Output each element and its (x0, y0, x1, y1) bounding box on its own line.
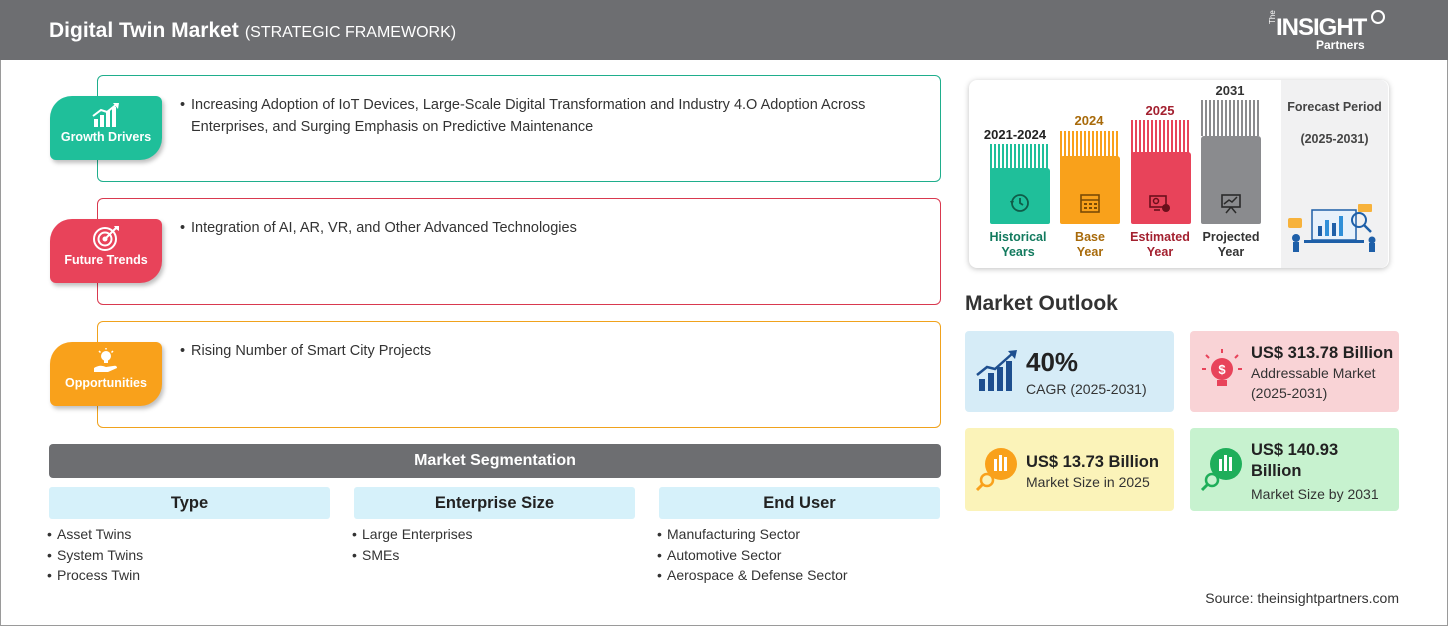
segment-column-type: Type Asset Twins System Twins Process Tw… (47, 487, 330, 586)
growth-drivers-panel: Increasing Adoption of IoT Devices, Larg… (97, 75, 941, 182)
segment-list-enterprise-size: Large Enterprises SMEs (352, 524, 635, 566)
timeline-year-historical: 2021-2024 (983, 127, 1047, 142)
future-trends-badge: Future Trends (50, 219, 162, 283)
growth-chart-icon (92, 103, 119, 127)
cagr-label: CAGR (2025-2031) (1026, 381, 1147, 397)
gears-icon (1149, 195, 1170, 212)
addressable-market-label: Addressable Market (2025-2031) (1251, 365, 1376, 401)
lightbulb-dollar-icon: $ (1202, 349, 1242, 386)
title-text: Digital Twin Market (49, 19, 239, 42)
insight-partners-logo: The INSIGHT Partners (1268, 10, 1388, 54)
timeline-stripes-projected (1201, 100, 1261, 136)
timeline-name-projected-2: Year (1217, 245, 1245, 259)
list-item: Aerospace & Defense Sector (657, 565, 940, 586)
timeline-bar-historical (990, 168, 1050, 224)
cagr-card: 40% CAGR (2025-2031) (965, 331, 1174, 412)
timeline-name-base-2: Year (1076, 245, 1104, 259)
timeline-year-estimated: 2025 (1145, 103, 1175, 118)
header-bar: Digital Twin Market (STRATEGIC FRAMEWORK)… (0, 0, 1448, 60)
list-item: Asset Twins (47, 524, 330, 545)
cagr-value: 40% (1026, 347, 1079, 377)
timeline-name-historical-2: Years (1001, 245, 1035, 259)
logo-insight: INSIGHT (1276, 14, 1367, 41)
timeline-bar-estimated (1131, 152, 1191, 224)
addressable-market-value: US$ 313.78 Billion (1251, 344, 1394, 362)
timeline-name-estimated-2: Year (1146, 245, 1174, 259)
timeline-stripes-estimated (1131, 120, 1191, 156)
timeline-name-historical-1: Historical (989, 230, 1047, 244)
opportunities-badge: Opportunities (50, 342, 162, 406)
analytics-illustration-icon (1288, 204, 1376, 252)
growth-drivers-text: Increasing Adoption of IoT Devices, Larg… (180, 94, 911, 138)
market-size-2031-label: Market Size by 2031 (1251, 486, 1379, 502)
timeline-name-estimated-1: Estimated (1130, 230, 1190, 244)
timeline-bar-projected (1201, 136, 1261, 224)
presentation-icon (1221, 194, 1241, 214)
segment-head-type: Type (49, 487, 330, 519)
calendar-icon (1080, 194, 1100, 213)
list-item: Automotive Sector (657, 545, 940, 566)
forecast-period: (2025-2031) (1300, 132, 1369, 146)
segment-column-enterprise-size: Enterprise Size Large Enterprises SMEs (352, 487, 635, 566)
segment-column-end-user: End User Manufacturing Sector Automotive… (657, 487, 940, 586)
idea-hand-icon (94, 348, 117, 372)
source-text: Source: theinsightpartners.com (1205, 590, 1399, 606)
market-size-2031-card: US$ 140.93 Billion Market Size by 2031 (1190, 428, 1399, 511)
forecast-label: Forecast Period (1287, 100, 1382, 114)
growth-chart-icon (976, 350, 1017, 391)
page-title: Digital Twin Market (STRATEGIC FRAMEWORK) (49, 19, 456, 43)
growth-drivers-badge: Growth Drivers (50, 96, 162, 160)
future-trends-text: Integration of AI, AR, VR, and Other Adv… (180, 217, 911, 239)
segment-list-type: Asset Twins System Twins Process Twin (47, 524, 330, 586)
growth-drivers-label: Growth Drivers (60, 130, 152, 144)
segment-head-end-user: End User (659, 487, 940, 519)
svg-text:$: $ (1218, 362, 1226, 377)
segmentation-title: Market Segmentation (49, 444, 941, 478)
future-trends-label: Future Trends (64, 253, 148, 267)
list-item: Large Enterprises (352, 524, 635, 545)
coin-magnifier-icon (975, 448, 1017, 492)
market-size-2031-value: US$ 140.93 Billion (1251, 441, 1339, 480)
market-size-2025-card: US$ 13.73 Billion Market Size in 2025 (965, 428, 1174, 511)
logo-partners: Partners (1316, 38, 1365, 52)
list-item: Manufacturing Sector (657, 524, 940, 545)
title-subtitle: (STRATEGIC FRAMEWORK) (244, 24, 457, 41)
list-item: System Twins (47, 545, 330, 566)
opportunities-panel: Rising Number of Smart City Projects (97, 321, 941, 428)
list-item: Process Twin (47, 565, 330, 586)
history-icon (1010, 194, 1029, 212)
future-trends-panel: Integration of AI, AR, VR, and Other Adv… (97, 198, 941, 305)
timeline-name-base-1: Base (1075, 230, 1105, 244)
opportunities-text: Rising Number of Smart City Projects (180, 340, 911, 362)
list-item: SMEs (352, 545, 635, 566)
logo-ring-icon (1371, 10, 1385, 24)
coin-magnifier-icon (1200, 448, 1242, 492)
market-size-2025-value: US$ 13.73 Billion (1026, 453, 1159, 471)
market-size-2025-label: Market Size in 2025 (1026, 474, 1150, 490)
market-outlook-title: Market Outlook (965, 292, 1118, 315)
timeline-name-projected-1: Projected (1202, 230, 1260, 244)
target-icon (93, 226, 119, 251)
segment-head-enterprise-size: Enterprise Size (354, 487, 635, 519)
timeline-year-base: 2024 (1074, 113, 1104, 128)
timeline-year-projected: 2031 (1215, 83, 1245, 98)
addressable-market-card: $ US$ 313.78 Billion Addressable Market … (1190, 331, 1399, 412)
segment-list-end-user: Manufacturing Sector Automotive Sector A… (657, 524, 940, 586)
opportunities-label: Opportunities (65, 376, 147, 390)
